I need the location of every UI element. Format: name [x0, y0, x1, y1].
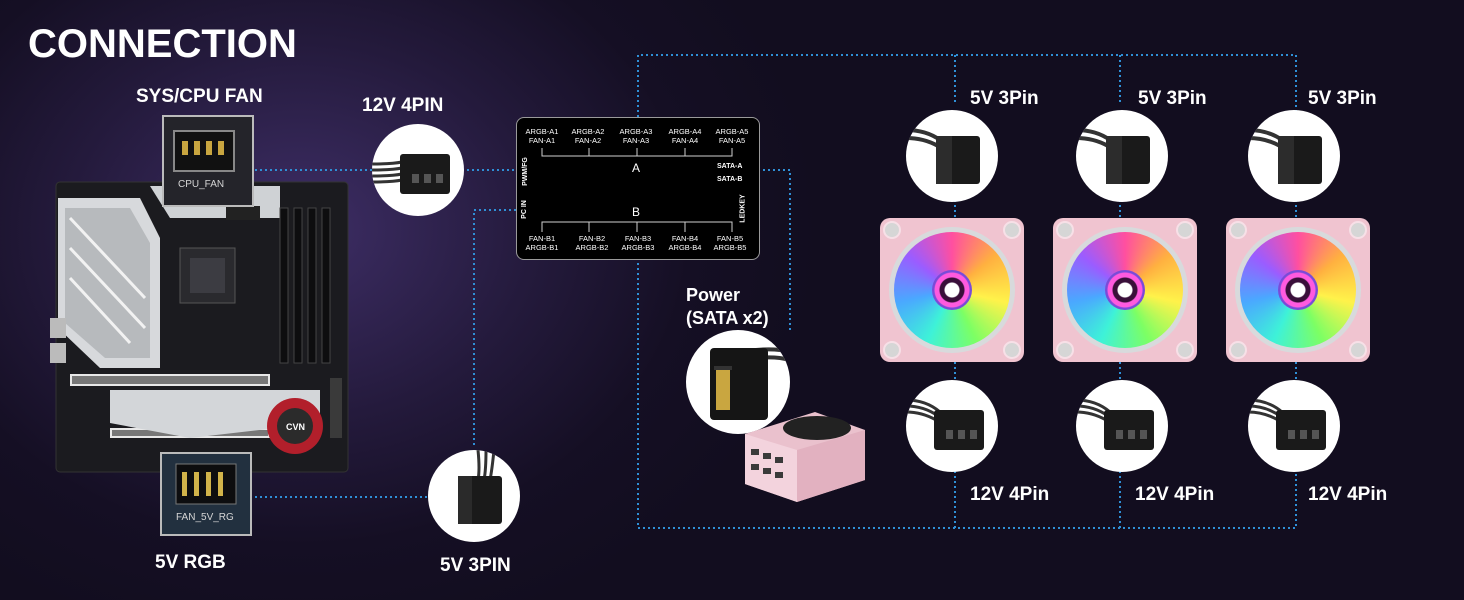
- hub-traces: [541, 148, 733, 232]
- fan1-top-label: 5V 3Pin: [970, 88, 1039, 109]
- motherboard-brand: CVN: [286, 422, 305, 432]
- rgb-header-silkscreen: FAN_5V_RG: [176, 512, 234, 523]
- hub-group-a: A: [632, 161, 641, 175]
- rgb-fan-1: [880, 218, 1024, 362]
- rgb-fan-2: [1053, 218, 1197, 362]
- fan3-top-label: 5V 3Pin: [1308, 88, 1377, 109]
- fan3-4pin-connector-icon: [1248, 380, 1340, 472]
- fan2-top-label: 5V 3Pin: [1138, 88, 1207, 109]
- sata-connector-icon: [686, 330, 790, 434]
- power-label: Power: [686, 285, 741, 305]
- twelve-v-4pin-label: 12V 4PIN: [362, 95, 444, 116]
- sys-cpu-fan-label: SYS/CPU FAN: [136, 86, 263, 107]
- fan3-3pin-connector-icon: [1248, 110, 1340, 202]
- line-3pin-to-hub: [473, 209, 516, 445]
- hub-ledkey: LEDKEY: [739, 194, 747, 223]
- fan3-bottom-label: 12V 4Pin: [1308, 484, 1388, 505]
- five-v-rgb-label: 5V RGB: [155, 552, 226, 573]
- fan2-3pin-connector-icon: [1076, 110, 1168, 202]
- hub-sata-a: SATA-A: [717, 163, 743, 170]
- fan1-3pin-connector-icon: [906, 110, 998, 202]
- fan2-bottom-label: 12V 4Pin: [1135, 484, 1215, 505]
- rgb-header-zoom: FAN_5V_RG: [160, 452, 252, 536]
- line-hub-bottom-bus: [637, 258, 1297, 529]
- five-v-3pin-label: 5V 3PIN: [440, 555, 511, 576]
- cpu-fan-silkscreen: CPU_FAN: [178, 179, 224, 190]
- cpu-fan-header-zoom: CPU_FAN: [162, 115, 254, 207]
- fan1-4pin-connector-icon: [906, 380, 998, 472]
- four-pin-connector-icon: [372, 124, 464, 216]
- fan1-bottom-label: 12V 4Pin: [970, 484, 1050, 505]
- page-title: CONNECTION: [28, 22, 297, 66]
- motherboard: CVN: [50, 178, 350, 474]
- line-hub-to-sata: [758, 169, 791, 332]
- three-pin-connector-icon: [428, 450, 520, 542]
- fan2-4pin-connector-icon: [1076, 380, 1168, 472]
- hub-sata-b: SATA-B: [717, 176, 743, 183]
- hub-pc-in: PC IN: [520, 200, 528, 219]
- power-supply: [745, 404, 865, 504]
- sata-x2-label: (SATA x2): [686, 308, 769, 328]
- rgb-fan-3: [1226, 218, 1370, 362]
- hub-pwm-fg: PWM/FG: [521, 157, 529, 186]
- hub-group-b: B: [632, 205, 641, 219]
- motherboard-graphic: CVN: [50, 181, 349, 473]
